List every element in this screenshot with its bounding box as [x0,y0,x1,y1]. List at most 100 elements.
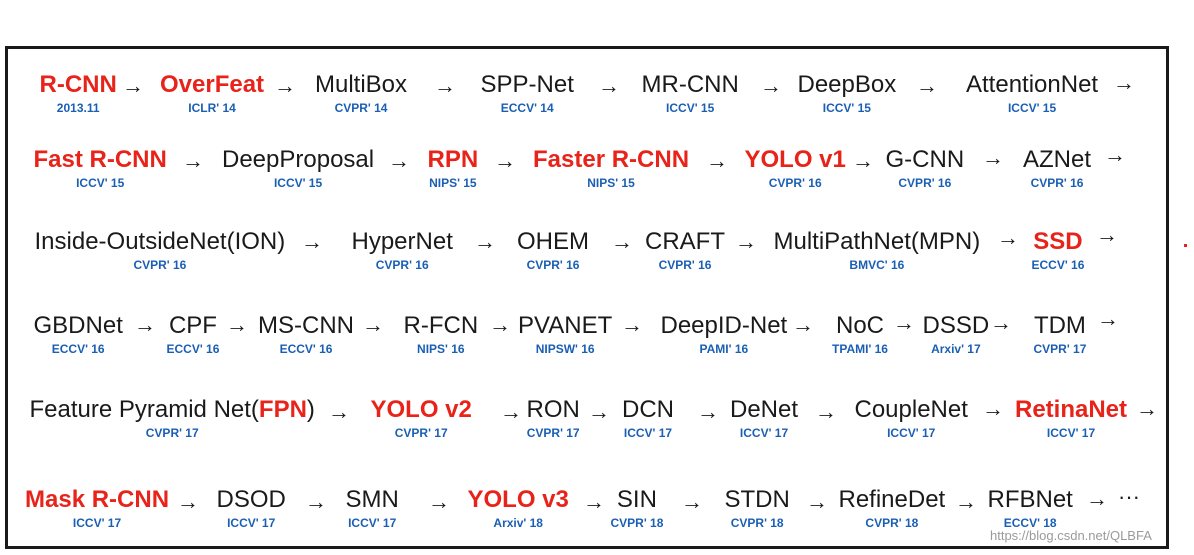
method-node: NoC TPAMI' 16 [832,312,888,356]
arrow-icon: → [122,73,144,98]
venue-label: NIPSW' 16 [535,342,595,356]
venue-label: CVPR' 18 [730,516,784,530]
venue-label: ICLR' 14 [188,101,236,115]
venue-label: CVPR' 16 [375,258,429,272]
method-name: Feature Pyramid Net(FPN) [29,396,315,423]
method-name: OverFeat [160,71,265,98]
venue-label: TPAMI' 16 [832,342,888,356]
method-name: PVANET [518,312,613,339]
arrow-icon: → [852,148,874,173]
arrow-icon: → [916,73,938,98]
venue-label: CVPR' 16 [133,258,187,272]
method-node: STDN CVPR' 18 [725,486,790,530]
venue-label: NIPS' 15 [587,176,635,190]
arrow-icon: → [621,312,643,337]
venue-label: CVPR' 18 [865,516,919,530]
method-name: CPF [168,312,217,339]
method-name: MultiBox [315,71,408,98]
venue-label: ICCV' 17 [348,516,397,530]
arrow-icon: → [806,489,828,514]
method-name: DSOD [216,486,286,513]
venue-label: ICCV' 15 [273,176,323,190]
method-name: HyperNet [351,228,453,255]
venue-label: CVPR' 18 [610,516,664,530]
venue-label: ICCV' 17 [72,516,122,530]
method-name: DeepProposal [222,146,375,173]
method-node: PVANET NIPSW' 16 [518,312,612,356]
method-name: DeNet [730,396,799,423]
method-node: MultiPathNet(MPN)BMVC' 16 [774,228,981,272]
arrow-icon: → [681,489,703,514]
venue-label: ICCV' 15 [76,176,125,190]
method-name: RON [526,396,580,423]
method-name: MS-CNN [258,312,354,339]
venue-label: CVPR' 17 [145,426,199,440]
arrow-icon: → [434,73,456,98]
method-name: SIN [616,486,657,513]
arrow-icon: → [706,148,728,173]
venue-label: CVPR' 17 [1033,342,1087,356]
method-name: AZNet [1023,146,1092,173]
venue-label: ICCV' 17 [887,426,936,440]
method-name: Fast R-CNN [33,146,167,173]
arrow-icon: → [611,229,633,254]
method-name: CoupleNet [854,396,968,423]
venue-label: CVPR' 16 [658,258,712,272]
method-name: MultiPathNet(MPN) [773,228,981,255]
method-node: Feature Pyramid Net(FPN) CVPR' 17 [30,396,315,440]
method-node: SIN CVPR' 18 [611,486,664,530]
venue-label: CVPR' 16 [1030,176,1084,190]
method-name: YOLO v2 [370,396,472,423]
method-node: MS-CNN ECCV' 16 [258,312,354,356]
method-name: YOLO v3 [467,486,569,513]
arrow-icon: → [997,225,1019,250]
venue-label: ICCV' 17 [227,516,276,530]
method-node: CRAFT CVPR' 16 [645,228,725,272]
method-name: STDN [724,486,790,513]
method-name: NoC [835,312,884,339]
method-node: Fast R-CNN ICCV' 15 [34,146,167,190]
arrow-icon: → [500,399,522,424]
arrow-icon: → [697,399,719,424]
method-name: CRAFT [645,228,725,255]
arrow-icon: → [583,489,605,514]
method-node: DSOD ICCV' 17 [217,486,286,530]
method-node: SMN ICCV' 17 [346,486,399,530]
venue-label: ICCV' 17 [1046,426,1096,440]
venue-label: CVPR' 16 [768,176,822,190]
arrow-icon: → [1097,306,1119,331]
method-name: SMN [345,486,399,513]
arrow-icon: → [1136,396,1158,421]
arrow-icon: → [588,399,610,424]
venue-label: ECCV' 16 [279,342,333,356]
diagram-frame [5,46,1169,549]
method-name: G-CNN [885,146,965,173]
arrow-icon: → [474,229,496,254]
ellipsis: ··· [1118,484,1140,509]
venue-label: CVPR' 17 [394,426,448,440]
venue-label: ECCV' 14 [500,101,554,115]
arrow-icon: → [274,73,296,98]
arrow-icon: → [792,312,814,337]
